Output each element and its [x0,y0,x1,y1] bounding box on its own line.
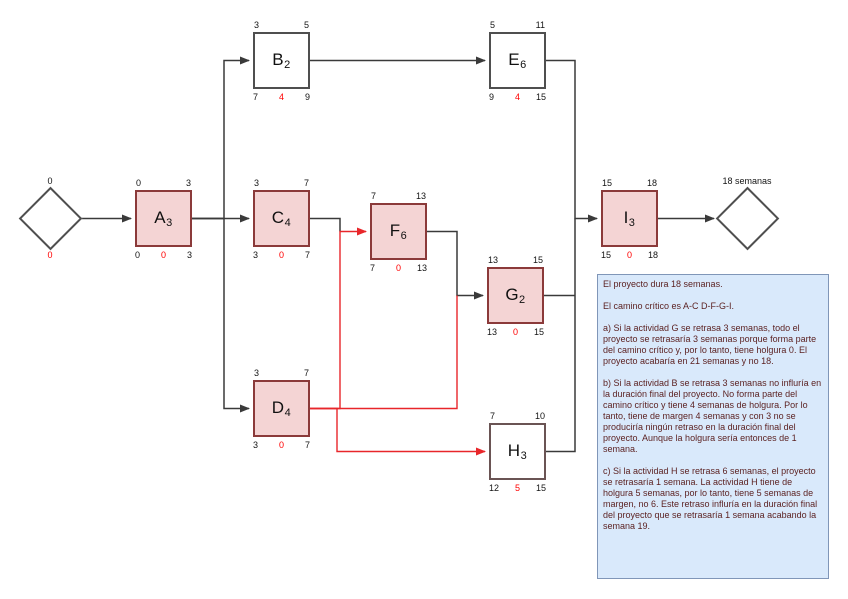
ef-value: 11 [535,20,545,30]
notes-paragraph: a) Si la actividad G se retrasa 3 semana… [603,323,817,366]
ls-value: 13 [487,327,498,337]
es-value: 3 [254,20,260,30]
slack-value: 4 [514,92,520,102]
start-slack: 0 [47,250,53,260]
ef-value: 3 [185,178,191,188]
notes-paragraph: c) Si la actividad H se retrasa 6 semana… [603,466,818,531]
slack-value: 0 [278,440,284,450]
connector-d-to-f-critical [310,227,367,410]
es-value: 5 [490,20,496,30]
lf-value: 15 [535,92,546,102]
connector-e-to-i [546,59,598,223]
slack-value: 0 [278,250,284,260]
activity-label: C4 [271,208,292,229]
lf-value: 9 [304,92,310,102]
slack-value: 0 [626,250,632,260]
es-value: 3 [254,368,260,378]
activity-node-f: 7 13 F6 7 0 13 [370,191,427,273]
project-duration-label: 18 semanas [722,176,772,186]
activity-label: E6 [508,50,527,71]
es-value: 7 [490,411,496,421]
activity-node-e: 5 11 E6 9 4 15 [489,20,546,102]
activity-label: H3 [507,441,528,462]
lf-value: 18 [647,250,658,260]
es-value: 7 [371,191,377,201]
ef-value: 13 [415,191,426,201]
start-milestone: 0 0 [18,176,82,260]
end-diamond-shape [715,186,779,250]
es-value: 3 [254,178,260,188]
activity-node-g: 13 15 G2 13 0 15 [487,255,544,337]
ef-value: 5 [303,20,309,30]
activity-label: F6 [389,221,408,242]
connector-f-to-g [427,230,484,300]
ef-value: 7 [303,178,309,188]
activity-label: A3 [154,208,173,229]
connector-a-to-b [192,56,250,220]
ls-value: 0 [135,250,141,260]
activity-node-i: 15 18 I3 15 0 18 [601,178,658,260]
lf-value: 3 [186,250,192,260]
slack-value: 4 [278,92,284,102]
slack-value: 0 [512,327,518,337]
ls-value: 3 [253,440,259,450]
notes-paragraph: El camino crítico es A-C D-F-G-I. [603,301,735,311]
ef-value: 15 [532,255,543,265]
activity-node-a: 0 3 A3 0 0 3 [135,178,192,260]
connector-d-to-g-critical [310,295,458,410]
slack-value: 0 [160,250,166,260]
connector-h-to-i [546,218,576,453]
notes-paragraph: b) Si la actividad B se retrasa 3 semana… [603,378,822,454]
ls-value: 3 [253,250,259,260]
ls-value: 7 [370,263,376,273]
lf-value: 15 [533,327,544,337]
es-value: 0 [136,178,142,188]
notes-paragraph: El proyecto dura 18 semanas. [603,279,723,289]
ef-value: 10 [534,411,545,421]
activity-label: B2 [272,50,291,71]
lf-value: 15 [535,483,546,493]
activity-node-h: 7 10 H3 12 5 15 [489,411,546,493]
activity-node-d: 3 7 D4 3 0 7 [253,368,310,450]
ef-value: 18 [646,178,657,188]
end-milestone: 18 semanas [715,176,779,250]
notes-panel: El proyecto dura 18 semanas. El camino c… [597,274,829,579]
connector-a-to-d [192,217,250,413]
activity-label: D4 [271,398,292,419]
slack-value: 0 [395,263,401,273]
ef-value: 7 [303,368,309,378]
slack-value: 5 [514,483,520,493]
activity-node-c: 3 7 C4 3 0 7 [253,178,310,260]
es-value: 15 [602,178,613,188]
activity-label: G2 [505,285,526,306]
activity-label: I3 [623,208,636,229]
activity-node-b: 3 5 B2 7 4 9 [253,20,310,102]
start-early-time: 0 [47,176,53,186]
start-diamond-shape [18,186,82,250]
es-value: 13 [488,255,499,265]
lf-value: 7 [304,250,310,260]
lf-value: 7 [304,440,310,450]
connector-c-to-f [310,217,341,232]
ls-value: 9 [489,92,495,102]
ls-value: 12 [489,483,500,493]
lf-value: 13 [416,263,427,273]
ls-value: 7 [253,92,259,102]
ls-value: 15 [601,250,612,260]
connector-d-to-h-critical [310,407,486,456]
